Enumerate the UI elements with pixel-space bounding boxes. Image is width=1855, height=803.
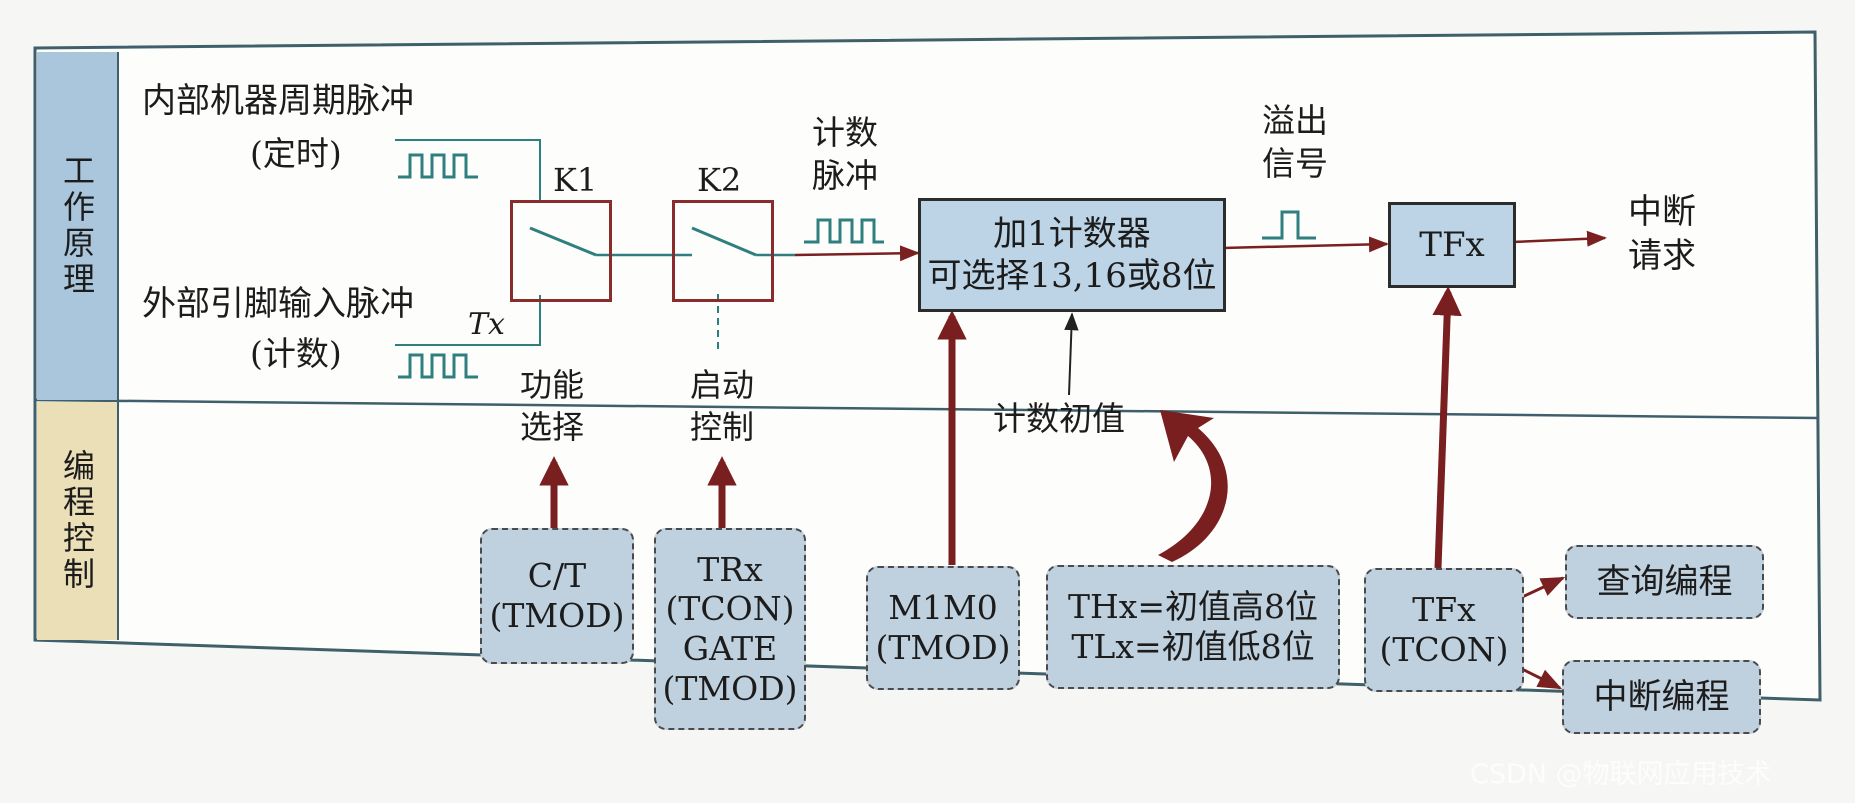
k1-lever bbox=[529, 226, 597, 257]
thx-tlx-box: THx=初值高8位 TLx=初值低8位 bbox=[1046, 565, 1340, 689]
watermark: CSDN @物联网应用技术 bbox=[1470, 759, 1772, 790]
interrupt-request-label: 中断请求 bbox=[1628, 192, 1696, 277]
count-pulse-waveform bbox=[804, 218, 884, 244]
internal-input-line bbox=[395, 139, 541, 200]
tfx-flag-box: TFx bbox=[1388, 202, 1516, 288]
count-pulse-label: 计数脉冲 bbox=[812, 113, 878, 195]
internal-pulse-waveform bbox=[398, 153, 478, 179]
up-counter-box: 加1计数器 可选择13,16或8位 bbox=[918, 198, 1226, 312]
external-pulse-waveform bbox=[398, 353, 478, 379]
pulse-to-counter-arrow bbox=[794, 245, 920, 262]
tfx-to-interrupt-arrow bbox=[1511, 230, 1607, 247]
internal-pulse-label: 内部机器周期脉冲 bbox=[142, 81, 414, 121]
working-principle-label: 工作原理 bbox=[37, 52, 119, 400]
load-initial-value-arrow bbox=[1158, 410, 1228, 562]
polling-programming-box: 查询编程 bbox=[1565, 545, 1764, 619]
start-control-label: 启动控制 bbox=[690, 366, 755, 446]
m1m0-tmod-box: M1M0 (TMOD) bbox=[866, 566, 1020, 690]
tfx-to-polling-arrow bbox=[1519, 576, 1566, 600]
k1-label: K1 bbox=[553, 161, 598, 199]
ct-tmod-box: C/T (TMOD) bbox=[480, 528, 634, 664]
tfx-tcon-box: TFx (TCON) bbox=[1364, 568, 1524, 692]
k2-label: K2 bbox=[697, 161, 742, 199]
k2-lever bbox=[691, 226, 757, 257]
counter-mode-label: (计数) bbox=[250, 334, 342, 373]
section-divider bbox=[34, 398, 1819, 420]
trx-gate-box: TRx (TCON) GATE (TMOD) bbox=[654, 528, 806, 730]
tfx-to-interrupt-prog-arrow bbox=[1519, 666, 1563, 690]
counter-to-tfx-arrow bbox=[1221, 236, 1389, 253]
external-input-line bbox=[395, 295, 541, 346]
tx-pin-label: Tx bbox=[468, 307, 505, 342]
interrupt-programming-box: 中断编程 bbox=[1562, 660, 1761, 734]
k2-switch bbox=[672, 200, 774, 302]
external-pulse-label: 外部引脚输入脉冲 bbox=[142, 284, 414, 324]
programming-control-label: 编程控制 bbox=[37, 402, 119, 640]
overflow-pulse-waveform bbox=[1262, 210, 1316, 240]
timer-mode-label: (定时) bbox=[250, 134, 342, 173]
tfx-flag-arrow bbox=[1432, 286, 1462, 569]
k1-switch bbox=[510, 200, 612, 302]
function-select-label: 功能选择 bbox=[520, 366, 585, 446]
initial-value-arrow bbox=[1064, 312, 1079, 396]
initial-count-label: 计数初值 bbox=[993, 399, 1125, 438]
overflow-signal-label: 溢出信号 bbox=[1262, 101, 1328, 183]
